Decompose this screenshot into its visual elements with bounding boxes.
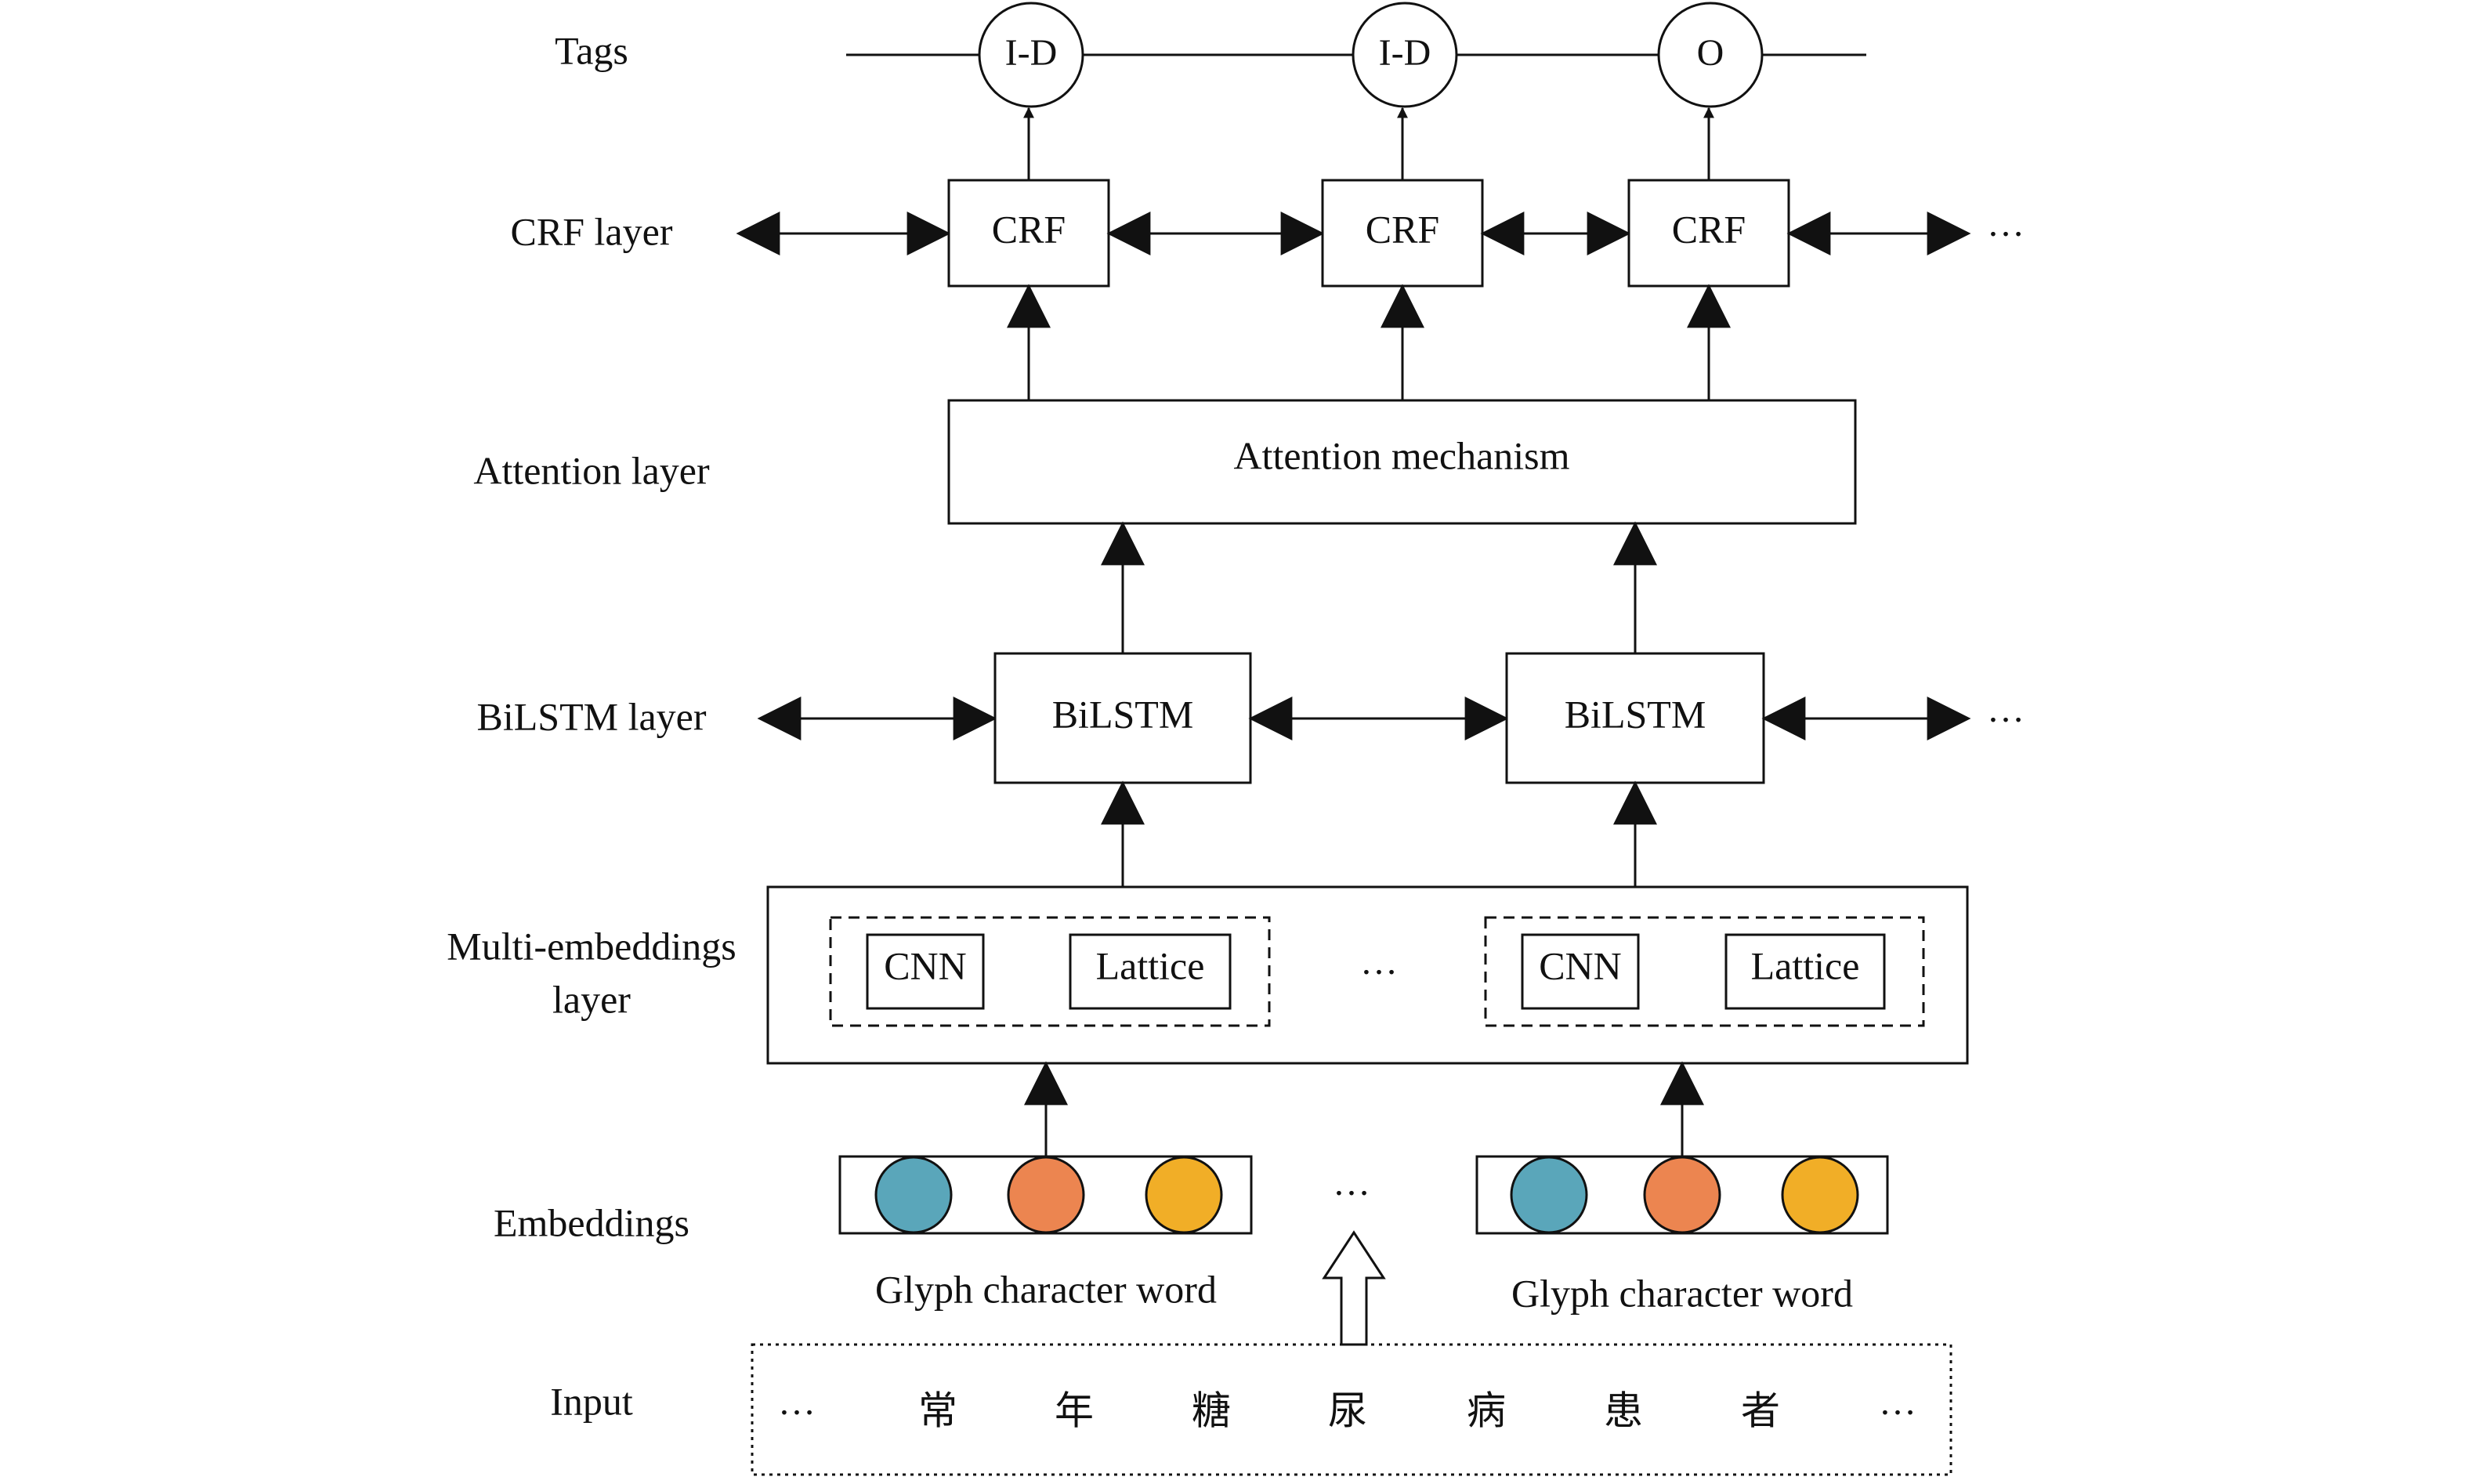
bilstm-box-2: BiLSTM bbox=[1505, 652, 1765, 784]
embedding-group-2 bbox=[1484, 916, 1925, 1027]
bilstm-continuation-ellipsis: … bbox=[1987, 689, 2025, 730]
multi-embeddings-ellipsis: … bbox=[1360, 941, 1398, 983]
input-token-3: 年 bbox=[1055, 1388, 1094, 1434]
crf-continuation-ellipsis: … bbox=[1987, 203, 2025, 244]
input-token-2: 常 bbox=[918, 1388, 957, 1434]
character-embedding-circle-1 bbox=[1007, 1156, 1085, 1234]
character-embedding-circle-2 bbox=[1643, 1156, 1721, 1234]
cnn-box-1-label: CNN bbox=[884, 943, 967, 987]
attention-mechanism-box: Attention mechanism bbox=[947, 399, 1857, 525]
input-token-6: 病 bbox=[1467, 1388, 1506, 1434]
tag-node-3: O bbox=[1657, 2, 1764, 108]
lattice-box-2-label: Lattice bbox=[1751, 943, 1860, 987]
input-token-7: 患 bbox=[1604, 1388, 1643, 1434]
lattice-box-2: Lattice bbox=[1724, 933, 1886, 1010]
input-token-4: 糖 bbox=[1192, 1388, 1231, 1434]
word-embedding-circle-2 bbox=[1781, 1156, 1859, 1234]
bilstm-box-1: BiLSTM bbox=[993, 652, 1252, 784]
crf-box-3-label: CRF bbox=[1672, 207, 1746, 251]
lattice-box-1-label: Lattice bbox=[1096, 943, 1205, 987]
input-token-8: 者 bbox=[1741, 1388, 1780, 1434]
glyph-caption-2: Glyph character word bbox=[1511, 1271, 1853, 1315]
input-token-9: … bbox=[1879, 1381, 1916, 1423]
input-token-5: 尿 bbox=[1328, 1388, 1367, 1434]
embedding-vector-2 bbox=[1475, 1155, 1889, 1235]
glyph-embedding-circle-2 bbox=[1510, 1156, 1588, 1234]
crf-layer-label: CRF layer bbox=[511, 209, 673, 253]
tag-label-1: I-D bbox=[1005, 32, 1058, 74]
embeddings-ellipsis: … bbox=[1333, 1162, 1370, 1203]
tags-layer-label: Tags bbox=[555, 28, 628, 72]
lattice-box-1: Lattice bbox=[1069, 933, 1232, 1010]
input-to-embeddings-arrow bbox=[1322, 1230, 1386, 1346]
word-embedding-circle-1 bbox=[1145, 1156, 1223, 1234]
bilstm-layer-label: BiLSTM layer bbox=[476, 694, 706, 738]
bilstm-box-1-label: BiLSTM bbox=[1052, 692, 1194, 736]
attention-layer-label: Attention layer bbox=[473, 448, 710, 492]
input-layer-label: Input bbox=[550, 1379, 633, 1423]
input-sequence-box bbox=[751, 1343, 1952, 1476]
glyph-caption-1: Glyph character word bbox=[875, 1267, 1217, 1311]
cnn-box-1: CNN bbox=[866, 933, 985, 1010]
crf-box-1-label: CRF bbox=[992, 207, 1066, 251]
embeddings-layer-label: Embeddings bbox=[494, 1200, 689, 1244]
attention-mechanism-label: Attention mechanism bbox=[1233, 433, 1569, 477]
tag-node-1: I-D bbox=[978, 2, 1084, 108]
tag-label-2: I-D bbox=[1379, 32, 1431, 74]
tag-node-2: I-D bbox=[1352, 2, 1458, 108]
crf-box-2-label: CRF bbox=[1366, 207, 1440, 251]
crf-box-2: CRF bbox=[1321, 179, 1484, 288]
input-token-1: … bbox=[778, 1381, 816, 1423]
multi-embeddings-layer-label-line1: Multi-embeddings bbox=[447, 924, 736, 968]
embedding-vector-1 bbox=[838, 1155, 1253, 1235]
crf-box-3: CRF bbox=[1627, 179, 1790, 288]
crf-box-1: CRF bbox=[947, 179, 1110, 288]
tag-label-3: O bbox=[1697, 32, 1724, 74]
cnn-box-2-label: CNN bbox=[1539, 943, 1622, 987]
bilstm-box-2-label: BiLSTM bbox=[1565, 692, 1706, 736]
multi-embeddings-layer-label-line2: layer bbox=[552, 977, 631, 1021]
cnn-box-2: CNN bbox=[1521, 933, 1640, 1010]
glyph-embedding-circle-1 bbox=[874, 1156, 953, 1234]
input-tokens: … 常 年 糖 尿 病 患 者 … bbox=[778, 1381, 1916, 1433]
embedding-group-1 bbox=[829, 916, 1271, 1027]
